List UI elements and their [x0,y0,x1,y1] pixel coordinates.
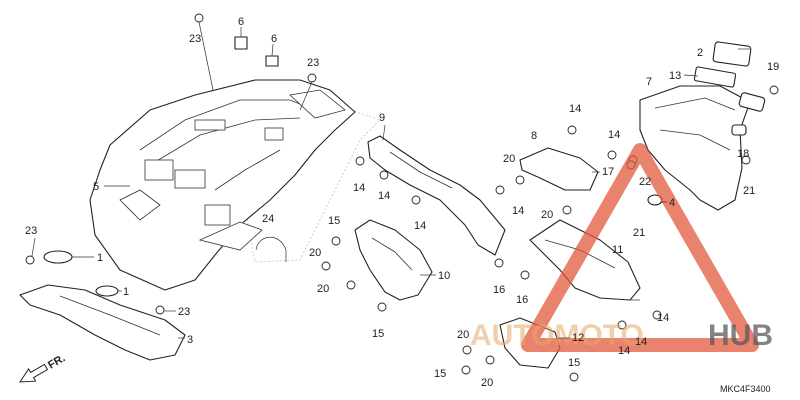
part-13-seal [693,66,737,88]
callout-label: 21 [633,227,645,239]
part-clip-6-a [234,36,248,50]
part-rubber-pad-1-a [43,250,73,264]
callout-label: 14 [512,205,524,217]
callout-label: 23 [189,33,201,45]
leader-lines [31,27,750,339]
callout-label: 16 [516,294,528,306]
callout-label: 14 [353,182,365,194]
callout-label: 9 [379,112,385,124]
part-lower-bracket [354,219,433,301]
callout-label: 23 [25,225,37,237]
callout-label: 15 [372,328,384,340]
part-rear-light-housing [639,85,751,211]
bolt-group [25,125,751,382]
part-side-cover [367,135,506,256]
callout-label: 10 [438,270,450,282]
callout-label: 14 [608,129,620,141]
part-18-socket [738,92,766,112]
part-clip-6-b [265,55,279,67]
callout-label: 14 [414,220,426,232]
callout-label: 20 [309,247,321,259]
bolt-23-top-right [299,73,317,111]
callout-label: 21 [743,185,755,197]
watermark-text: AUTOMOTO HUB [470,319,773,352]
part-mount-bracket [519,147,599,191]
direction-label: FR. [46,352,67,371]
callout-label: 22 [639,176,651,188]
callout-label: 23 [178,306,190,318]
callout-label: 20 [503,153,515,165]
callout-label: 5 [93,181,99,193]
callout-label: 15 [328,215,340,227]
callout-label: 6 [271,33,277,45]
callout-label: 13 [669,70,681,82]
callout-label: 3 [187,334,193,346]
callout-label: 11 [612,244,623,256]
callout-label: 18 [737,148,749,160]
part-clip-wire [255,236,287,262]
part-18-grommet [731,124,747,136]
callout-label: 14 [618,345,630,357]
part-fender-stay [19,284,186,361]
callout-label: 19 [767,61,779,73]
callout-label: 1 [97,252,103,264]
callout-label: 20 [541,209,553,221]
front-direction-arrow: FR. [19,352,67,383]
part-2-license-light-lens [712,41,752,67]
watermark-text-accent: AUTOMOTO [470,319,644,352]
callout-label: 6 [238,16,244,28]
callout-label: 20 [457,329,469,341]
callout-label: 8 [531,130,537,142]
callout-label: 4 [669,197,675,209]
callout-label: 1 [123,286,129,298]
watermark-triangle [521,143,759,352]
callout-label: 15 [434,368,446,380]
callout-labels: 23 6 6 23 5 9 14 14 14 24 23 1 1 23 3 15… [25,16,779,389]
callout-label: 14 [378,190,390,202]
callout-label: 14 [569,103,581,115]
diagram-code: MKC4F3400 [720,384,771,394]
callout-label: 20 [317,283,329,295]
callout-label: 2 [697,47,703,59]
callout-label: 14 [635,336,647,348]
part-inner-rear-fender [89,79,356,291]
callout-label: 15 [568,357,580,369]
callout-label: 20 [481,377,493,389]
callout-label: 24 [262,213,274,225]
callout-label: 7 [646,76,652,88]
watermark-text-dark: HUB [708,319,773,352]
callout-label: 17 [602,166,614,178]
callout-label: 23 [307,57,319,69]
bolt-23-top-left [194,13,214,91]
part-rubber-pad-1-b [95,285,119,297]
callout-label: 16 [493,284,505,296]
callout-label: 14 [657,312,669,324]
callout-label: 12 [572,332,584,344]
part-19-bolt [769,85,779,95]
